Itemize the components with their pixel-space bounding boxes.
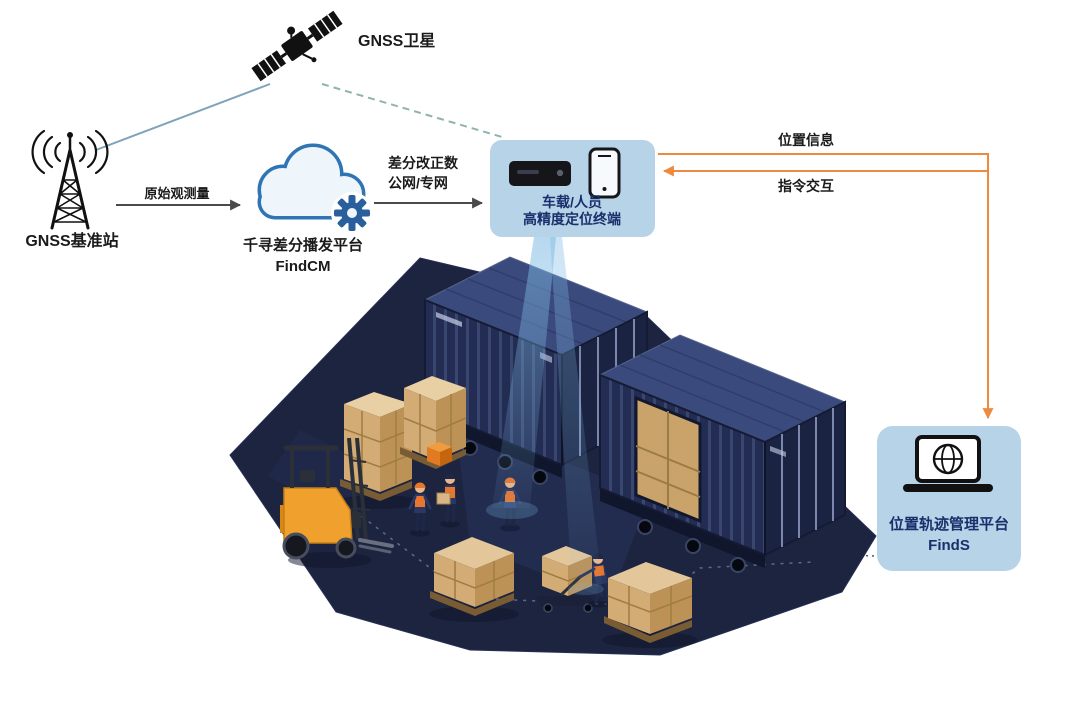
satellite-label: GNSS卫星 bbox=[358, 33, 436, 50]
correction-data-label: 差分改正数 bbox=[388, 155, 458, 171]
pallet-stack bbox=[400, 376, 467, 469]
worker-figure bbox=[436, 473, 460, 528]
orange-box bbox=[427, 442, 452, 466]
container-open-door-cargo bbox=[634, 395, 702, 524]
link-satellite-terminal bbox=[321, 83, 503, 138]
link-terminal-to-platform bbox=[658, 153, 994, 420]
gnss-satellite-icon bbox=[251, 10, 343, 82]
raw-observation-label: 原始观测量 bbox=[144, 186, 210, 201]
command-interaction-label: 指令交互 bbox=[778, 178, 834, 194]
pallet-stack bbox=[429, 537, 519, 622]
terminal-device-icon bbox=[509, 161, 571, 186]
pallet-stack bbox=[602, 562, 698, 648]
terminal-node-box bbox=[490, 140, 655, 237]
cloud-platform-title: 千寻差分播发平台 bbox=[242, 237, 364, 254]
network-label: 公网/专网 bbox=[388, 175, 448, 191]
warehouse-scene bbox=[229, 237, 877, 656]
worker-figure bbox=[408, 482, 432, 537]
terminal-title-line2: 高精度定位终端 bbox=[523, 211, 621, 227]
positioning-beam bbox=[486, 237, 604, 595]
management-platform-title: 位置轨迹管理平台 bbox=[888, 516, 1010, 533]
link-satellite-basestation bbox=[95, 83, 271, 151]
shipping-container-front bbox=[598, 334, 847, 573]
base-station-label: GNSS基准站 bbox=[25, 233, 119, 250]
position-info-label: 位置信息 bbox=[778, 132, 834, 148]
laptop-globe-icon bbox=[903, 435, 993, 492]
cloud-platform-product: FindCM bbox=[275, 258, 331, 275]
base-station-icon bbox=[31, 129, 109, 230]
forklift bbox=[280, 437, 394, 568]
terminal-title-line1: 车载/人员 bbox=[542, 194, 602, 210]
gear-icon bbox=[331, 192, 373, 234]
smartphone-icon bbox=[588, 147, 621, 199]
cloud-icon bbox=[257, 143, 373, 234]
management-platform-product: FindS bbox=[928, 537, 970, 554]
